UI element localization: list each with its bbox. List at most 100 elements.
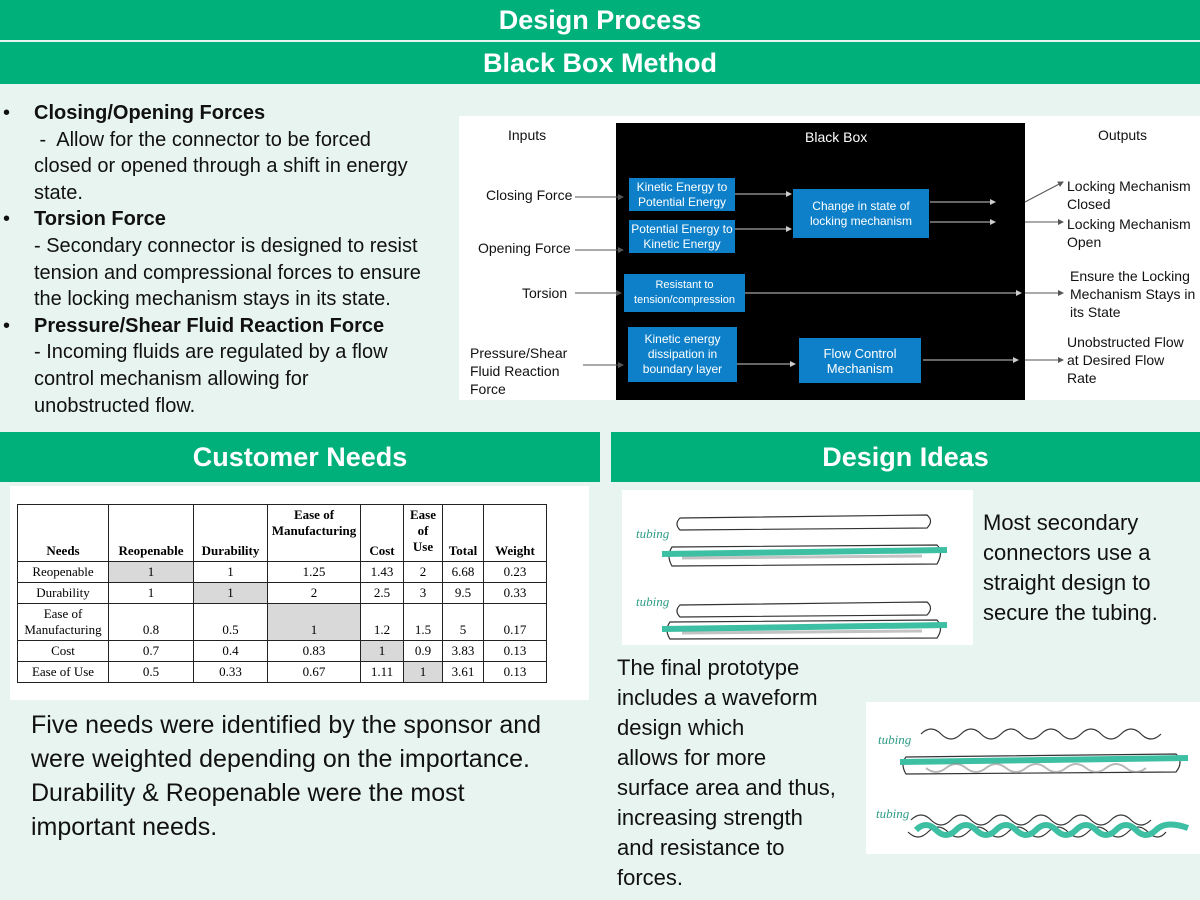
- force-item-torsion: • Torsion Force - Secondary connector is…: [0, 206, 460, 312]
- tubing-label: tubing: [876, 806, 910, 821]
- tubing-label: tubing: [636, 526, 670, 541]
- column-header: Weight: [483, 504, 547, 562]
- table-cell: 0.8: [108, 603, 194, 641]
- table-cell: 1.2: [360, 603, 404, 641]
- customer-needs-title: Customer Needs: [192, 441, 408, 472]
- force-line: - Incoming fluids are regulated by a flo…: [34, 341, 388, 364]
- block-dissipation: Kinetic energy dissipation in boundary l…: [628, 327, 737, 382]
- table-cell: 1.11: [360, 661, 404, 683]
- force-item-closing: • Closing/Opening Forces - Allow for the…: [0, 100, 460, 206]
- table-cell: 0.17: [483, 603, 547, 641]
- column-header: Durability: [193, 504, 268, 562]
- straight-line: secure the tubing.: [983, 600, 1158, 625]
- table-row: Cost 0.7 0.4 0.83 1 0.9 3.83 0.13: [17, 640, 547, 662]
- table-row: Durability 1 1 2 2.5 3 9.5 0.33: [17, 582, 547, 604]
- force-heading: Closing/Opening Forces: [34, 102, 266, 124]
- table-cell: 1: [360, 640, 404, 662]
- summary-line: Durability & Reopenable were the most: [31, 779, 465, 807]
- page-subtitle: Black Box Method: [482, 47, 718, 78]
- table-cell: 2: [267, 582, 361, 604]
- table-cell: Reopenable: [17, 561, 109, 583]
- input-label: Pressure/Shear Fluid Reaction Force: [470, 345, 568, 397]
- column-header: Ease of Use: [403, 504, 443, 562]
- diagram-arrows: [575, 181, 1064, 368]
- block-kinetic-to-potential: Kinetic Energy to Potential Energy: [629, 178, 735, 211]
- inputs-title: Inputs: [508, 127, 547, 143]
- force-line: - Secondary connector is designed to res…: [34, 234, 418, 257]
- column-header: Reopenable: [108, 504, 194, 562]
- bullet-icon: •: [3, 314, 11, 337]
- force-heading: Torsion Force: [34, 208, 166, 231]
- force-item-pressure: • Pressure/Shear Fluid Reaction Force - …: [0, 313, 460, 419]
- tubing-label: tubing: [878, 732, 912, 747]
- table-cell: 0.7: [108, 640, 194, 662]
- waveform-design-sketch: tubing tubing: [866, 702, 1200, 854]
- block-change-state: Change in state of locking mechanism: [793, 189, 929, 238]
- tubing-label: tubing: [636, 594, 670, 609]
- summary-line: important needs.: [31, 813, 218, 841]
- table-cell: 0.9: [403, 640, 443, 662]
- column-header: Total: [442, 504, 484, 562]
- table-cell: 0.5: [108, 661, 194, 683]
- final-line: allows for more: [617, 745, 767, 770]
- table-cell: 1: [267, 603, 361, 641]
- straight-design-sketch: tubing tubing: [622, 490, 973, 645]
- table-cell: 1.25: [267, 561, 361, 583]
- table-cell: Ease of Use: [17, 661, 109, 683]
- input-label: Torsion: [522, 285, 568, 301]
- table-cell: 0.23: [483, 561, 547, 583]
- final-line: design which: [617, 715, 745, 740]
- input-label: Closing Force: [486, 187, 573, 203]
- final-line: and resistance to: [617, 835, 785, 860]
- straight-line: Most secondary: [983, 510, 1139, 535]
- table-cell: 1: [403, 661, 443, 683]
- table-cell: 3: [403, 582, 443, 604]
- bullet-icon: •: [3, 208, 11, 231]
- table-cell: 1: [108, 582, 194, 604]
- table-cell: 5: [442, 603, 484, 641]
- table-cell: 0.5: [193, 603, 268, 641]
- arrow: [1024, 181, 1064, 203]
- table-cell: 0.13: [483, 640, 547, 662]
- table-cell: 9.5: [442, 582, 484, 604]
- table-cell: 0.4: [193, 640, 268, 662]
- table-cell: 1: [193, 582, 268, 604]
- summary-line: Five needs were identified by the sponso…: [31, 711, 542, 739]
- input-label: Opening Force: [478, 240, 571, 256]
- force-line: state.: [34, 181, 83, 204]
- table-cell: 2: [403, 561, 443, 583]
- final-line: forces.: [617, 865, 684, 890]
- design-ideas-band: Design Ideas: [611, 432, 1200, 482]
- force-line: the locking mechanism stays in its state…: [34, 288, 391, 311]
- block-resistant: Resistant to tension/compression: [624, 274, 745, 312]
- table-cell: 1: [108, 561, 194, 583]
- block-flow-control: Flow Control Mechanism: [799, 338, 921, 383]
- force-line: tension and compressional forces to ensu…: [34, 261, 421, 284]
- table-cell: 2.5: [360, 582, 404, 604]
- column-header: Needs: [17, 504, 109, 562]
- table-cell: 3.61: [442, 661, 484, 683]
- table-cell: 3.83: [442, 640, 484, 662]
- header-subtitle-band: Black Box Method: [0, 42, 1200, 84]
- force-heading: Pressure/Shear Fluid Reaction Force: [34, 314, 385, 337]
- table-cell: 0.67: [267, 661, 361, 683]
- table-row: Ease of Use 0.5 0.33 0.67 1.11 1 3.61 0.…: [17, 661, 547, 683]
- straight-line: connectors use a: [983, 540, 1151, 565]
- final-prototype-text: The final prototype includes a waveform …: [617, 653, 836, 893]
- table-cell: 0.33: [193, 661, 268, 683]
- header-title-band: Design Process: [0, 0, 1200, 40]
- customer-needs-summary: Five needs were identified by the sponso…: [31, 708, 541, 844]
- block-potential-to-kinetic: Potential Energy to Kinetic Energy: [629, 220, 735, 253]
- outputs-title: Outputs: [1098, 127, 1148, 143]
- force-line: unobstructed flow.: [34, 394, 196, 417]
- output-label: Unobstructed Flow at Desired Flow Rate: [1067, 334, 1184, 386]
- force-line: control mechanism allowing for: [34, 367, 309, 390]
- table-cell: Durability: [17, 582, 109, 604]
- table-cell: 1: [193, 561, 268, 583]
- output-label: Ensure the Locking Mechanism Stays in it…: [1070, 268, 1196, 320]
- forces-list: • Closing/Opening Forces - Allow for the…: [0, 100, 460, 419]
- final-line: surface area and thus,: [617, 775, 836, 800]
- design-ideas-title: Design Ideas: [822, 441, 989, 472]
- column-header: Ease of Manufacturing: [267, 504, 361, 562]
- table-row: Ease of Manufacturing 0.8 0.5 1 1.2 1.5 …: [17, 603, 547, 641]
